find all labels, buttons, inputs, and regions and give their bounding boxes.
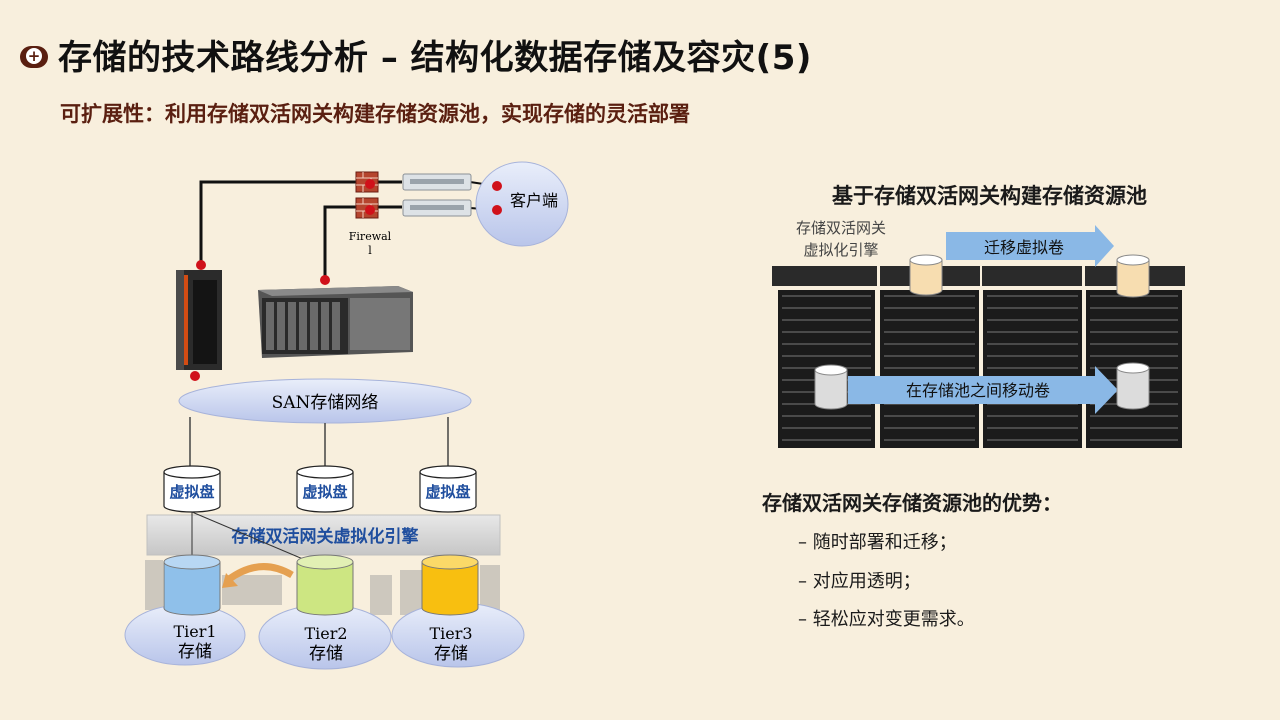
tier3-sub: 存储 [434,644,468,664]
connection-dots [190,179,502,381]
move-arrow-label: 在存储池之间移动卷 [906,381,1050,400]
virtual-disk-2: 虚拟盘 [302,483,347,501]
advantage-item: – 对应用透明； [798,571,921,592]
advantage-item: – 随时部署和迁移； [798,532,957,553]
migrate-arrow-label: 迁移虚拟卷 [984,238,1064,257]
tier1-name: Tier1 [173,622,216,641]
page-title: 存储的技术路线分析 – 结构化数据存储及容灾(5) [58,38,812,78]
firewall-label: Firewal [349,230,392,243]
tier2-sub: 存储 [309,644,343,664]
architecture-diagram: Firewal l 客户端 SAN存储网络 [124,161,569,670]
advantage-item: – 轻松应对变更需求。 [798,609,975,630]
server-rack-icon [176,270,222,370]
page-subtitle: 可扩展性：利用存储双活网关构建存储资源池，实现存储的灵活部署 [60,102,690,126]
svg-text:l: l [368,244,372,257]
advantages-title: 存储双活网关存储资源池的优势： [762,491,1062,515]
tier1-sub: 存储 [178,642,212,662]
title-bullet-icon: + [20,46,48,68]
pool-engine-label: 存储双活网关 虚拟化引擎 [795,219,886,259]
storage-pool-illustration: 迁移虚拟卷 在存储池之间移动卷 [772,225,1185,448]
engine-label: 存储双活网关虚拟化引擎 [232,526,420,547]
virtual-disk-3: 虚拟盘 [425,483,470,501]
client-label: 客户端 [510,191,558,210]
tier2-name: Tier2 [304,624,347,643]
san-label: SAN存储网络 [272,393,379,413]
virtual-disk-1: 虚拟盘 [169,483,214,501]
pool-heading: 基于存储双活网关构建存储资源池 [832,184,1147,208]
switch-icon [402,173,472,217]
tier3-name: Tier3 [429,624,472,643]
blade-server-icon [258,286,413,358]
